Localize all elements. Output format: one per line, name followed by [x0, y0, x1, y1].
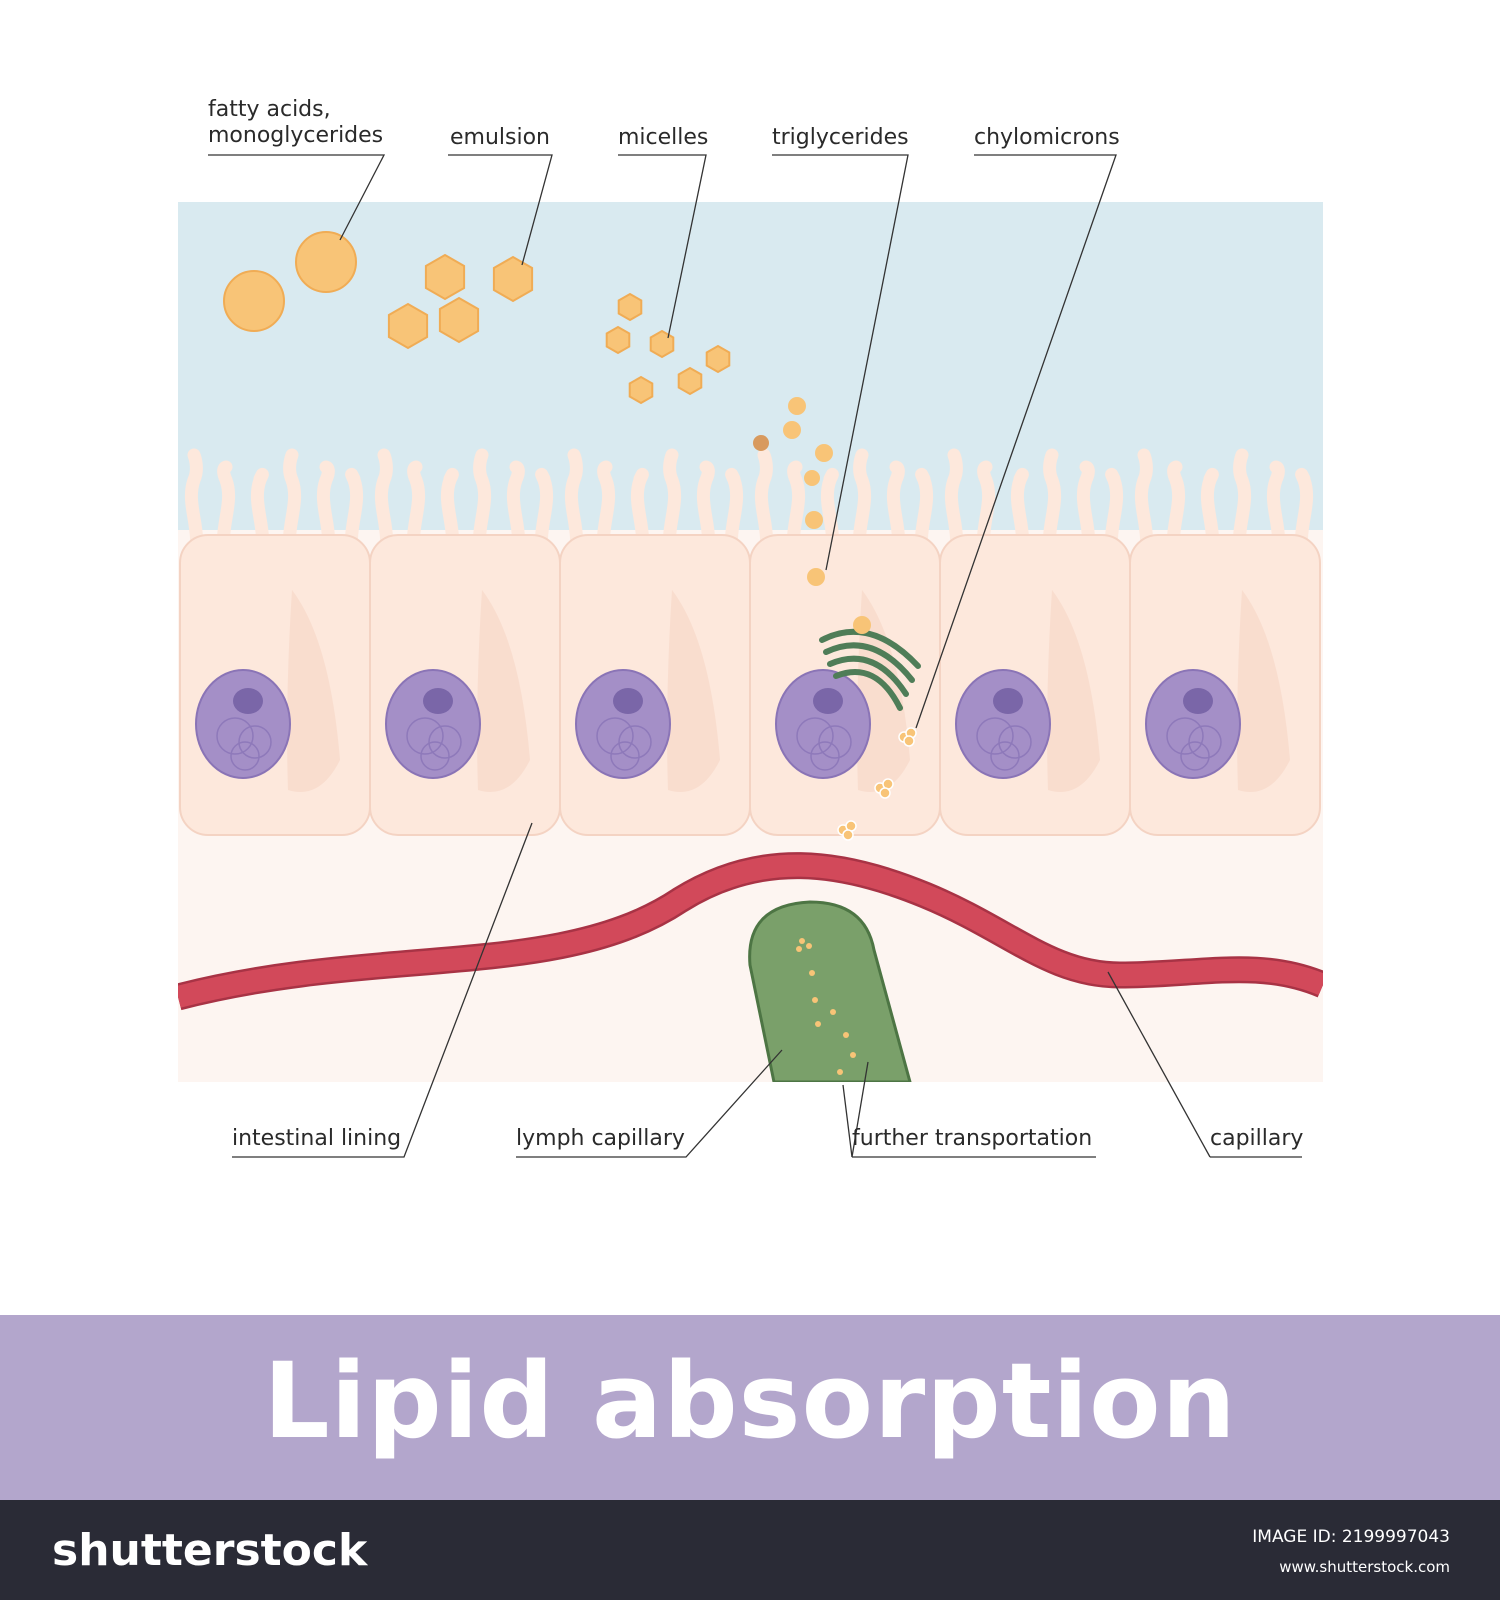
label-fatty-acids: fatty acids, monoglycerides: [208, 97, 383, 149]
label-chylomicrons: chylomicrons: [974, 125, 1120, 150]
footer-bar: [0, 1500, 1500, 1600]
label-further-transportation: further transportation: [852, 1126, 1093, 1151]
enterocytes: [179, 534, 1321, 836]
brand-logo[interactable]: shutterstock: [52, 1525, 368, 1576]
label-fatty-acids-line2: monoglycerides: [208, 123, 384, 148]
leader-lines: [208, 154, 1302, 1158]
absorbed-lipids: [753, 397, 871, 634]
label-fatty-acids-line1: fatty acids,: [208, 97, 331, 122]
label-intestinal-lining: intestinal lining: [232, 1126, 402, 1151]
title-band: [0, 1315, 1500, 1500]
emulsion-droplets: [387, 253, 534, 350]
site-url[interactable]: www.shutterstock.com: [1279, 1558, 1450, 1576]
fatty-acid-droplets: [223, 231, 357, 332]
label-capillary: capillary: [1210, 1126, 1304, 1151]
golgi-apparatus: [819, 628, 921, 711]
label-lymph-capillary: lymph capillary: [516, 1126, 685, 1151]
label-emulsion: emulsion: [450, 125, 550, 150]
chylomicrons-cluster: [837, 727, 917, 841]
lymph-capillary: [748, 900, 912, 1082]
label-triglycerides: triglycerides: [772, 125, 909, 150]
lymph-chylomicrons: [796, 938, 856, 1075]
label-micelles: micelles: [618, 125, 709, 150]
diagram-title: Lipid absorption: [263, 1340, 1237, 1462]
image-id: IMAGE ID: 2199997043: [1252, 1527, 1450, 1547]
